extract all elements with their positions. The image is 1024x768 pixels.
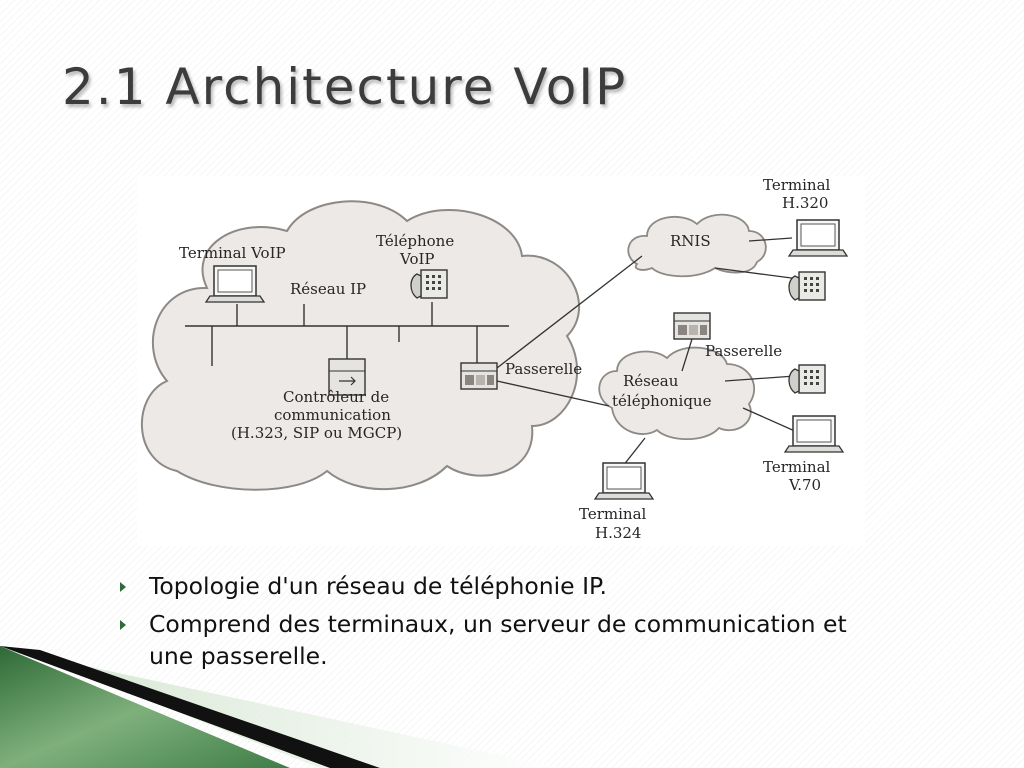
label-controleur-1: Contrôleur de bbox=[283, 388, 389, 406]
ip-bus bbox=[185, 302, 509, 366]
gateway-left-icon bbox=[460, 362, 498, 390]
label-terminal-h320-2: H.320 bbox=[782, 194, 828, 212]
terminal-v70-computer-icon bbox=[784, 415, 844, 453]
label-telephone-voip-2: VoIP bbox=[399, 250, 435, 268]
label-passerelle-left: Passerelle bbox=[505, 360, 582, 378]
terminal-voip-computer-icon bbox=[205, 265, 265, 303]
telephone-network-cloud bbox=[598, 346, 755, 440]
terminal-h320-computer-icon bbox=[788, 219, 848, 257]
terminal-h324-computer-icon bbox=[594, 462, 654, 500]
bullet-item: Comprend des terminaux, un serveur de co… bbox=[118, 608, 878, 672]
gateway-right-icon bbox=[673, 312, 711, 340]
label-terminal-v70-2: V.70 bbox=[788, 476, 821, 494]
connection-lines bbox=[496, 237, 800, 472]
label-passerelle-right: Passerelle bbox=[705, 342, 782, 360]
bullet-text: Topologie d'un réseau de téléphonie IP. bbox=[149, 572, 607, 600]
label-terminal-v70-1: Terminal bbox=[763, 458, 831, 476]
label-terminal-h324-1: Terminal bbox=[579, 505, 647, 523]
voip-architecture-diagram: Terminal VoIP Téléphone VoIP Réseau IP C… bbox=[137, 176, 865, 546]
slide-title: 2.1 Architecture VoIP bbox=[62, 58, 628, 116]
label-telephone-voip-1: Téléphone bbox=[376, 232, 454, 250]
telephone-rnis-icon bbox=[788, 271, 826, 301]
label-controleur-3: (H.323, SIP ou MGCP) bbox=[231, 424, 402, 442]
label-rnis: RNIS bbox=[670, 232, 711, 250]
label-terminal-h320-1: Terminal bbox=[763, 176, 831, 194]
bullet-arrow-icon bbox=[120, 582, 126, 592]
bullet-arrow-icon bbox=[120, 620, 126, 630]
bullet-item: Topologie d'un réseau de téléphonie IP. bbox=[118, 570, 878, 602]
bullet-text: Comprend des terminaux, un serveur de co… bbox=[149, 610, 847, 670]
diagram-canvas: Terminal VoIP Téléphone VoIP Réseau IP C… bbox=[140, 176, 848, 542]
label-reseau-tel-1: Réseau bbox=[623, 372, 679, 390]
corner-decoration bbox=[0, 646, 560, 768]
rnis-cloud bbox=[627, 213, 767, 278]
server-icon bbox=[328, 358, 366, 396]
label-terminal-h324-2: H.324 bbox=[595, 524, 641, 542]
bullet-list: Topologie d'un réseau de téléphonie IP. … bbox=[118, 570, 878, 678]
telephone-network-phone-icon bbox=[788, 364, 826, 394]
label-controleur-2: communication bbox=[274, 406, 391, 424]
label-reseau-tel-2: téléphonique bbox=[612, 392, 712, 410]
telephone-voip-icon bbox=[410, 269, 448, 299]
label-reseau-ip: Réseau IP bbox=[290, 280, 366, 298]
label-terminal-voip: Terminal VoIP bbox=[179, 244, 286, 262]
